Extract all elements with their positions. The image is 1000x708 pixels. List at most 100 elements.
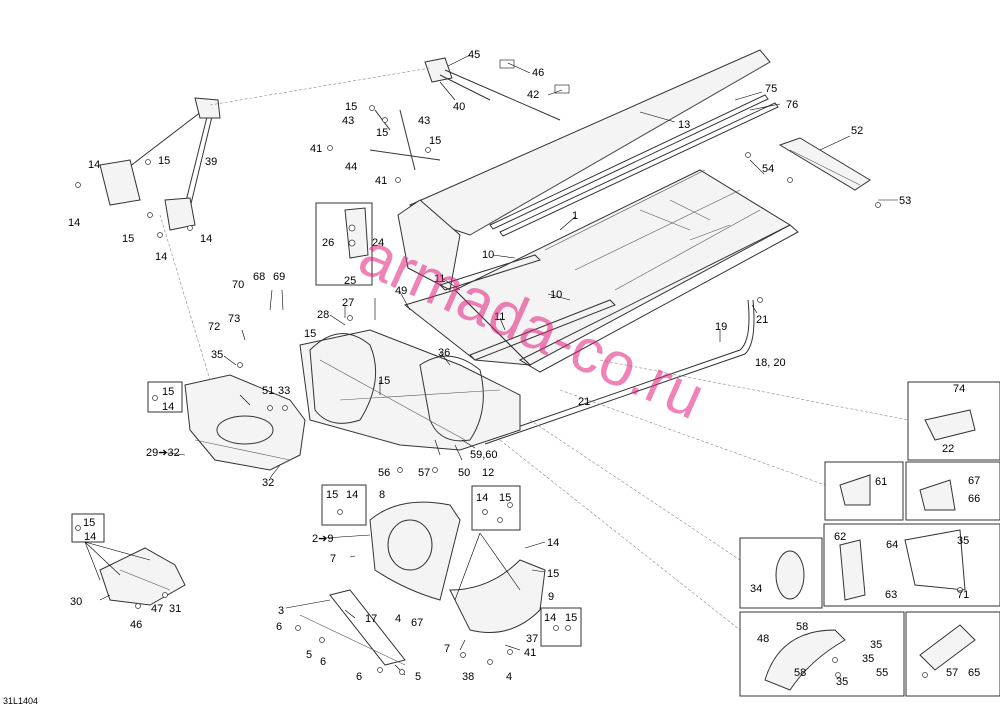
callout-14: 14 [200, 233, 212, 245]
callout-64: 64 [886, 539, 898, 551]
callout-15: 15 [304, 328, 316, 340]
callout-15: 15 [326, 489, 338, 501]
callout-69: 69 [273, 271, 285, 283]
callout-35: 35 [862, 653, 874, 665]
callout-7: 7 [444, 643, 450, 655]
callout-31: 31 [169, 603, 181, 615]
figure-code: 31L1404 [3, 696, 38, 706]
callout-22: 22 [942, 443, 954, 455]
callout-14: 14 [476, 492, 488, 504]
callout-labels: 45 46 42 40 15 43 43 15 15 41 44 41 14 1… [68, 49, 980, 688]
callout-14: 14 [155, 251, 167, 263]
callout-51: 51 [262, 385, 274, 397]
callout-13: 13 [678, 119, 690, 131]
callout-33: 33 [278, 385, 290, 397]
callout-49: 49 [395, 285, 407, 297]
callout-12: 12 [482, 467, 494, 479]
callout-70: 70 [232, 279, 244, 291]
callout-1: 1 [572, 210, 578, 222]
callout-45: 45 [468, 49, 480, 61]
callout-14: 14 [162, 401, 174, 413]
callout-21: 21 [756, 314, 768, 326]
callout-71: 71 [957, 589, 969, 601]
callout-6: 6 [320, 656, 326, 668]
callout-41: 41 [375, 175, 387, 187]
callout-5: 5 [306, 649, 312, 661]
callout-54: 54 [762, 163, 774, 175]
callout-10: 10 [482, 249, 494, 261]
callout-14: 14 [346, 489, 358, 501]
callout-46: 46 [130, 619, 142, 631]
runner-rails [439, 254, 616, 361]
callout-15: 15 [565, 612, 577, 624]
callout-62: 62 [834, 531, 846, 543]
callout-41: 41 [524, 647, 536, 659]
callout-28: 28 [317, 309, 329, 321]
callout-42: 42 [527, 89, 539, 101]
callout-46: 46 [532, 67, 544, 79]
callout-11: 11 [494, 311, 505, 323]
callout-7: 7 [330, 553, 336, 565]
leader-lines [84, 54, 898, 676]
callout-15: 15 [378, 375, 390, 387]
callout-55: 55 [876, 667, 888, 679]
callout-10: 10 [550, 289, 562, 301]
callout-65: 65 [968, 667, 980, 679]
callout-74: 74 [953, 383, 965, 395]
callout-14: 14 [544, 612, 556, 624]
callout-68: 68 [253, 271, 265, 283]
callout-56: 56 [378, 467, 390, 479]
rear-bracket [778, 137, 871, 191]
callout-6: 6 [276, 621, 282, 633]
callout-58: 58 [796, 621, 808, 633]
callout-15: 15 [83, 517, 95, 529]
callout-26: 26 [322, 237, 334, 249]
fasteners [75, 105, 963, 678]
bracket-box-24-26 [315, 202, 373, 286]
tunnel [397, 49, 799, 373]
tunnel-strips [489, 94, 779, 237]
callout-15: 15 [158, 155, 170, 167]
callout-52: 52 [851, 125, 863, 137]
callout-14: 14 [68, 217, 80, 229]
upper-column [99, 97, 221, 231]
callout-58: 58 [794, 667, 806, 679]
callout-6: 6 [356, 671, 362, 683]
callout-40: 40 [453, 101, 465, 113]
callout-21: 21 [578, 396, 590, 408]
callout-32: 32 [262, 477, 274, 489]
callout-47: 47 [151, 603, 163, 615]
callout-8: 8 [379, 489, 385, 501]
callout-41: 41 [310, 143, 322, 155]
lower-frame [299, 501, 546, 666]
callout-15: 15 [547, 568, 559, 580]
callout-43: 43 [342, 115, 354, 127]
callout-15: 15 [345, 101, 357, 113]
callout-15: 15 [122, 233, 134, 245]
callout-67: 67 [411, 617, 423, 629]
callout-35: 35 [836, 676, 848, 688]
callout-4: 4 [395, 613, 401, 625]
callout-14: 14 [88, 159, 100, 171]
callout-61: 61 [875, 476, 887, 488]
callout-39: 39 [205, 156, 217, 168]
callout-35: 35 [870, 639, 882, 651]
callout-17: 17 [365, 613, 377, 625]
callout-11: 11 [434, 273, 445, 285]
callout-15: 15 [429, 135, 441, 147]
callout-43: 43 [418, 115, 430, 127]
callout-59-60: 59,60 [470, 449, 498, 461]
callout-25: 25 [344, 275, 356, 287]
inset-boxes [71, 381, 1000, 697]
callout-14: 14 [84, 531, 96, 543]
callout-14: 14 [547, 537, 559, 549]
callout-53: 53 [899, 195, 911, 207]
callout-73: 73 [228, 313, 240, 325]
callout-35: 35 [957, 535, 969, 547]
callout-34: 34 [750, 583, 762, 595]
callout-57: 57 [946, 667, 958, 679]
callout-67: 67 [968, 475, 980, 487]
callout-72: 72 [208, 321, 220, 333]
callout-48: 48 [757, 633, 769, 645]
callout-38: 38 [462, 671, 474, 683]
